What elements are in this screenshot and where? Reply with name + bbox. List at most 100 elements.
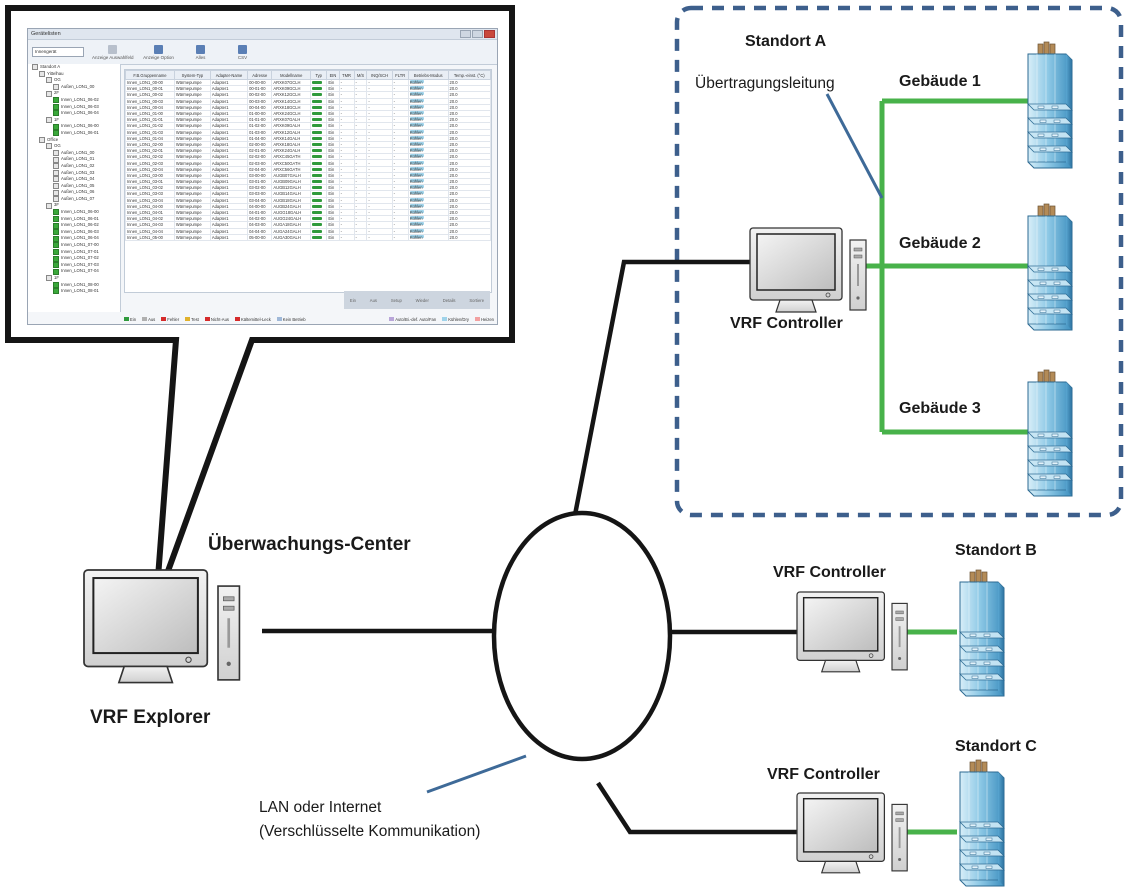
column-header[interactable]: Typ (310, 70, 328, 80)
legend-swatch (142, 317, 148, 322)
tree-node-label: Innen_LON1_06-03 (61, 228, 99, 234)
tree-node[interactable]: Innen_LON1_06-04 (28, 110, 120, 117)
column-header[interactable]: Temp.-einst. (°C) (447, 70, 491, 80)
tree-node[interactable]: Innen_LON1_06-01 (28, 130, 120, 137)
command-button[interactable]: Sortiere (469, 297, 485, 303)
column-header[interactable]: F.B.Gruppenname (125, 70, 175, 80)
column-header[interactable]: Modellname (271, 70, 312, 80)
tree-node[interactable]: Außen_LON1_07 (28, 196, 120, 203)
table-cell: - (366, 233, 393, 241)
minimize-icon[interactable] (460, 30, 471, 38)
status-indicator (312, 105, 323, 109)
indoor-unit-icon (53, 222, 59, 229)
tree-node[interactable]: Innen_LON1_06-02 (28, 222, 120, 229)
tree-node[interactable]: 2F (28, 90, 120, 97)
tree-node-label: Innen_LON1_08-01 (61, 288, 99, 294)
column-header[interactable]: INQ/SCH (366, 70, 393, 80)
tree-node[interactable]: Innen_LON1_07-00 (28, 242, 120, 249)
tree-node[interactable]: Yittelhau (28, 71, 120, 78)
tree-node-label: Standort A (40, 64, 61, 69)
tree-node[interactable]: Außen_LON1_01 (28, 156, 120, 163)
tree-node[interactable]: Innen_LON1_07-01 (28, 249, 120, 256)
column-header[interactable]: Betriebs-Modus (407, 70, 449, 80)
status-indicator (312, 99, 323, 103)
tree-node[interactable]: Außen_LON1_04 (28, 176, 120, 183)
column-header[interactable]: FLTR (391, 70, 409, 80)
close-icon[interactable] (484, 30, 495, 38)
monitoring-center-label: Überwachungs-Center (208, 534, 411, 555)
mode-badge: Kühlen (409, 92, 424, 98)
status-indicator (312, 124, 323, 128)
column-header[interactable]: Adapter-Name (209, 70, 249, 80)
site-a-label: Standort A (745, 33, 827, 50)
network-label-line-2: (Verschlüsselte Kommunikation) (259, 823, 481, 840)
tree-node[interactable]: 1F (28, 275, 120, 282)
tree-node[interactable]: Außen_LON1_06 (28, 189, 120, 196)
tree-node[interactable]: Innen_LON1_06-01 (28, 216, 120, 223)
tree-node[interactable]: 1F (28, 117, 120, 124)
column-header[interactable]: M/S (353, 70, 368, 80)
tree-node[interactable]: Innen_LON1_06-00 (28, 123, 120, 130)
mode-badge: Kühlen (409, 197, 424, 203)
tree-node[interactable]: Außen_LON1_05 (28, 183, 120, 190)
mode-badge: Kühlen (409, 123, 424, 129)
tree-node[interactable]: Innen_LON1_07-04 (28, 268, 120, 275)
building-site-b-icon (959, 569, 1005, 697)
legend-label: Kältemittel-Leck (241, 316, 271, 322)
command-button[interactable]: Details (442, 297, 456, 303)
column-header[interactable]: EIN (326, 70, 340, 80)
tree-node[interactable]: OG (28, 143, 120, 150)
tree-node[interactable]: Außen_LON1_03 (28, 170, 120, 177)
command-button[interactable]: Wieder (415, 297, 429, 303)
tree-node[interactable]: OG (28, 77, 120, 84)
tree-node[interactable]: Innen_LON1_07-02 (28, 255, 120, 262)
command-button[interactable]: Setup (390, 297, 402, 303)
tree-node[interactable]: Innen_LON1_06-03 (28, 104, 120, 111)
status-indicator (312, 167, 323, 171)
toolbar-display-option-button[interactable]: Anzeige Option (142, 44, 176, 60)
command-button[interactable]: Aus (369, 297, 378, 303)
tree-node[interactable]: Innen_LON1_06-04 (28, 235, 120, 242)
tree-node[interactable]: Innen_LON1_08-00 (28, 282, 120, 289)
tree-node[interactable]: Innen_LON1_07-03 (28, 262, 120, 269)
tree-node[interactable]: 3F (28, 202, 120, 209)
tree-node[interactable]: Office (28, 137, 120, 144)
legend-item: Auto/Bi.-def. Auto/Fan (389, 317, 436, 322)
toolbar-csv-button[interactable]: CSV (226, 44, 260, 60)
tree-node[interactable]: Innen_LON1_06-00 (28, 209, 120, 216)
tree-node[interactable]: Innen_LON1_08-01 (28, 288, 120, 295)
column-header[interactable]: TMR (338, 70, 355, 80)
area-select[interactable]: Innengerät (32, 47, 84, 57)
status-indicator (312, 173, 323, 177)
command-button[interactable]: Ein (349, 297, 356, 303)
toolbar-display-field-button[interactable]: Anzeige Auswahlfeld (92, 44, 134, 60)
mode-badge: Kühlen (409, 166, 424, 172)
tree-node[interactable]: Innen_LON1_06-03 (28, 229, 120, 236)
column-header[interactable]: System-Typ (173, 70, 211, 80)
toolbar-all-button[interactable]: Alles (184, 44, 218, 60)
status-indicator (312, 130, 323, 134)
tree-node[interactable]: Standort A (28, 64, 120, 71)
maximize-icon[interactable] (472, 30, 483, 38)
tree-node[interactable]: Innen_LON1_06-02 (28, 97, 120, 104)
folder-icon (32, 64, 38, 71)
folder-icon (46, 77, 52, 84)
status-indicator (312, 161, 323, 165)
tree-node[interactable]: Außen_LON1_00 (28, 150, 120, 157)
tree-node[interactable]: Außen_LON1_00 (28, 84, 120, 91)
tree-node[interactable]: Außen_LON1_02 (28, 163, 120, 170)
column-header[interactable]: Adresse (247, 70, 273, 80)
